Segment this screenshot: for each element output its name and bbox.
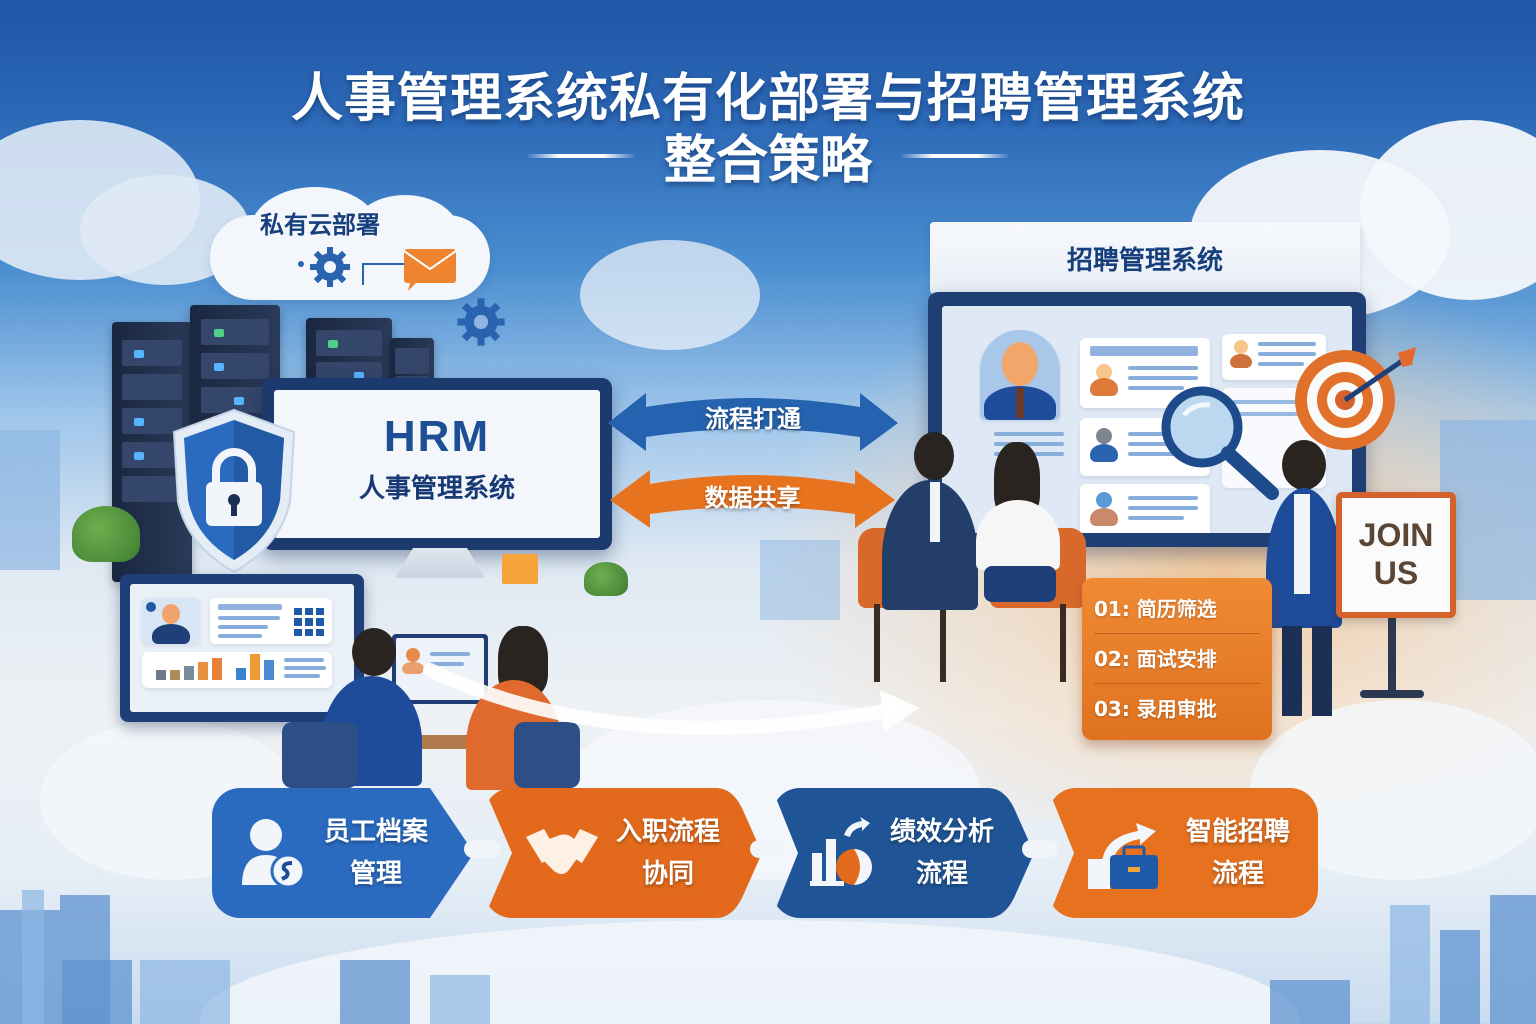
hrm-monitor-stand: [395, 548, 485, 578]
recruitment-step: 01: 简历筛选: [1094, 584, 1260, 634]
chart-growth-icon: [810, 817, 872, 886]
join-us-line1: JOIN: [1358, 517, 1434, 553]
recruitment-system-header: 招聘管理系统: [930, 222, 1360, 294]
grid-icon: [294, 608, 324, 636]
process-step-label: 员工档案 管理: [324, 817, 429, 889]
process-connector: [1022, 840, 1058, 858]
hrm-title: HRM: [383, 412, 491, 461]
mail-icon: [403, 249, 457, 291]
employee-info-card: [210, 598, 332, 644]
recruitment-system-title: 招聘管理系统: [1066, 246, 1223, 276]
employee-photo-card: [142, 598, 200, 644]
process-connector: [464, 840, 500, 858]
gear-icon: [457, 298, 505, 346]
integration-label-data: 数据共享: [704, 484, 801, 512]
handshake-icon: [526, 829, 598, 874]
shield-lock-icon: [172, 408, 296, 574]
gear-icon: [310, 247, 350, 287]
private-cloud-bubble: 私有云部署: [180, 185, 510, 300]
process-step-smart-recruiting: 智能招聘 流程: [1048, 788, 1318, 918]
subtitle-row: 整合策略: [0, 118, 1536, 193]
join-us-line2: US: [1373, 555, 1419, 591]
flow-arrow: [423, 663, 920, 735]
process-step-label: 绩效分析 流程: [890, 817, 995, 889]
process-step-onboarding: 入职流程 协同: [484, 788, 762, 918]
hrm-subtitle: 人事管理系统: [358, 474, 515, 504]
target-icon: [1295, 347, 1416, 450]
plant-decoration: [584, 562, 628, 596]
hrm-screen: HRM 人事管理系统: [274, 390, 600, 538]
recruitment-steps-panel: 01: 简历筛选 02: 面试安排 03: 录用审批: [1082, 578, 1272, 740]
join-us-sign-foot: [1360, 690, 1424, 698]
title-divider-right: [900, 153, 1010, 158]
recruitment-step: 02: 面试安排: [1094, 634, 1260, 684]
join-us-sign: JOIN US: [1336, 492, 1456, 618]
title-divider-left: [525, 153, 636, 158]
magnifier-icon: [1161, 386, 1279, 500]
private-cloud-label: 私有云部署: [260, 211, 380, 239]
integration-label-process: 流程打通: [705, 405, 801, 433]
process-step-performance: 绩效分析 流程: [772, 788, 1034, 918]
join-us-sign-stand: [1388, 618, 1396, 698]
integration-arrow-data: 数据共享: [610, 460, 895, 530]
page-title: 人事管理系统私有化部署与招聘管理系统: [290, 69, 1245, 129]
bar-chart-card: [142, 652, 332, 688]
integration-arrow-process: 流程打通: [608, 385, 898, 455]
briefcase-arrow-icon: [1088, 823, 1158, 889]
candidate-card: [1080, 484, 1210, 533]
process-step-label: 入职流程 协同: [616, 817, 721, 889]
hr-dashboard-monitor: [120, 574, 364, 722]
process-step-employee-records: 员工档案 管理: [212, 788, 474, 918]
recruitment-monitor: [928, 292, 1366, 547]
page-subtitle: 整合策略: [663, 131, 872, 191]
user-profile-icon: [242, 819, 306, 889]
hr-dashboard-screen: [130, 584, 354, 712]
process-step-label: 智能招聘 流程: [1186, 817, 1291, 889]
sticky-note-decoration: [502, 554, 538, 584]
recruitment-step: 03: 录用审批: [1094, 697, 1217, 721]
candidate-card: [1222, 334, 1326, 380]
plant-decoration: [72, 506, 140, 562]
candidate-photo: [980, 330, 1060, 420]
process-connector: [750, 840, 786, 858]
hrm-monitor: HRM 人事管理系统: [262, 378, 612, 550]
